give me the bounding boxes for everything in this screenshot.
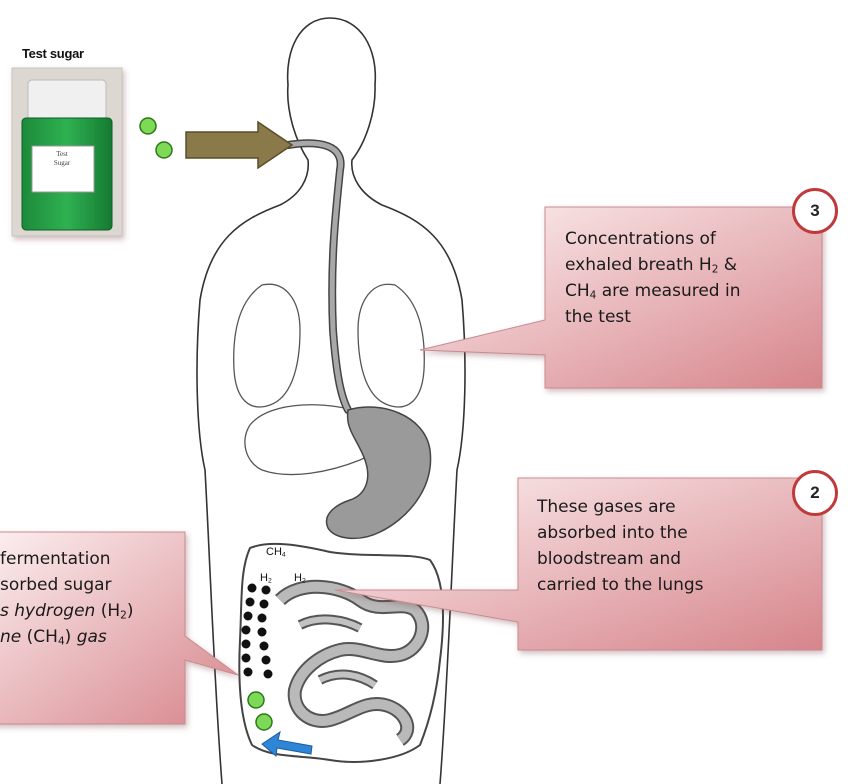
callout-text-segment: sorbed sugar: [0, 575, 112, 595]
ingestion-arrow: [186, 122, 292, 168]
callout-line: sorbed sugar: [0, 572, 185, 598]
callout-text-segment: exhaled breath H: [565, 255, 712, 275]
callout-text-segment: s hydrogen: [0, 601, 101, 621]
callout-text-segment: &: [718, 255, 737, 275]
callout-text-segment: are measured in: [596, 281, 740, 301]
callout-line: Concentrations of: [565, 226, 815, 252]
gas-label-h2: H2: [294, 572, 306, 584]
stomach: [327, 407, 431, 538]
callout-text-segment: the test: [565, 307, 631, 327]
step-badge-3: 3: [792, 188, 838, 234]
callout-text-segment: fermentation: [0, 549, 111, 569]
callout-text-segment: bloodstream and: [537, 549, 681, 569]
jar-label-line1: Test: [32, 150, 92, 159]
callout-text-segment: These gases are: [537, 497, 676, 517]
callout-text-segment: H: [107, 601, 120, 621]
callout-text-segment: carried to the lungs: [537, 575, 704, 595]
callout-line: bloodstream and: [537, 546, 807, 572]
gas-label-h2: H2: [260, 572, 272, 584]
jar-label-line2: Sugar: [32, 159, 92, 168]
callout-line: absorbed into the: [537, 520, 807, 546]
callout-text-segment: (CH: [27, 627, 58, 647]
jar-label: Test Sugar: [32, 150, 92, 168]
gas-label-ch4: CH4: [266, 546, 286, 558]
callout-text-segment: 2: [120, 610, 127, 622]
callout-step3-text: Concentrations of exhaled breath H2 &CH4 …: [565, 226, 815, 330]
callout-text-segment: 4: [58, 636, 65, 648]
callout-step2-text: These gases are absorbed into the bloodstr…: [537, 494, 807, 598]
callout-text-segment: Concentrations of: [565, 229, 716, 249]
step-badge-2: 2: [792, 470, 838, 516]
callout-text-segment: gas: [77, 627, 107, 647]
callout-text-segment: absorbed into the: [537, 523, 688, 543]
callout-text-segment: CH: [565, 281, 590, 301]
callout-line: These gases are: [537, 494, 807, 520]
callout-line: s hydrogen (H2): [0, 598, 185, 624]
callout-text-segment: ): [127, 601, 134, 621]
callout-line: carried to the lungs: [537, 572, 807, 598]
callout-line: CH4 are measured in: [565, 278, 815, 304]
callout-text-segment: ): [65, 627, 77, 647]
test-sugar-label: Test sugar: [22, 46, 84, 61]
callout-line: ne (CH4) gas: [0, 624, 185, 650]
callout-text-segment: ne: [0, 627, 27, 647]
callout-line: the test: [565, 304, 815, 330]
callout-line: fermentation: [0, 546, 185, 572]
callout-line: exhaled breath H2 &: [565, 252, 815, 278]
